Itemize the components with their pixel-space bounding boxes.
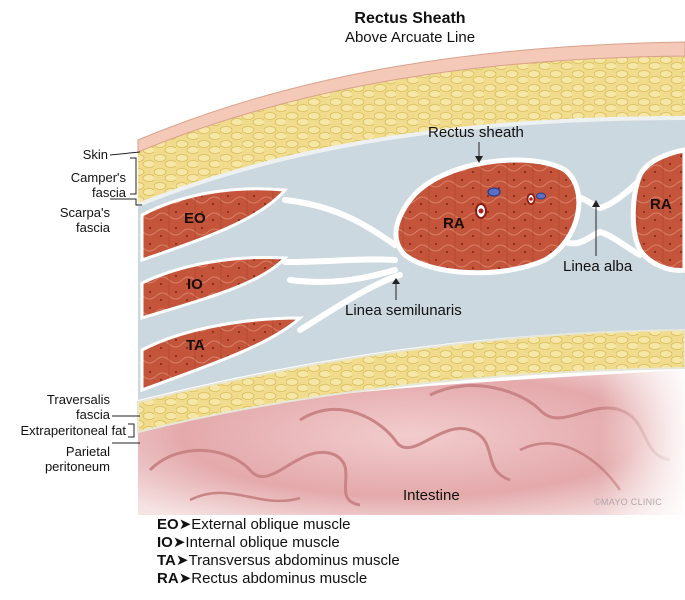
subcutaneous-fat-layer (138, 55, 685, 205)
muscle-label-eo: EO (184, 210, 206, 227)
leader-lines (109, 142, 597, 444)
skin-layer (137, 41, 685, 153)
label-rectus-sheath: Rectus sheath (428, 124, 524, 141)
ta-muscle (140, 316, 304, 393)
eo-muscle (140, 187, 288, 263)
label-traversalis-fascia: Traversalis fascia (20, 392, 110, 422)
legend-arrow-icon: ➤ (178, 516, 192, 533)
label-scarpas-line2: fascia (76, 220, 110, 235)
label-parietal-line2: peritoneum (44, 459, 110, 474)
label-scarpas-line1: Scarpa's (59, 205, 110, 220)
intestine-region (138, 370, 685, 515)
label-traversalis-line2: fascia (76, 407, 110, 422)
legend-row-ra: RA➤Rectus abdominus muscle (157, 570, 368, 587)
extraperitoneal-fat-layer (137, 328, 685, 434)
flat-muscles (140, 187, 304, 393)
ra-left-muscle (393, 157, 582, 276)
label-traversalis-line1: Traversalis (46, 392, 110, 407)
arrow-heads (392, 156, 600, 284)
muscle-label-ra-left: RA (443, 215, 465, 232)
diagram-subtitle: Above Arcuate Line (344, 29, 476, 46)
legend-row-io: IO➤Internal oblique muscle (157, 534, 340, 551)
legend-arrow-icon: ➤ (175, 552, 189, 569)
label-extraperitoneal-fat: Extraperitoneal fat (20, 423, 126, 438)
fascial-strands (282, 177, 643, 333)
epigastric-vessels (475, 187, 546, 219)
muscle-label-ra-right: RA (650, 196, 672, 213)
io-muscle (140, 256, 289, 321)
copyright-mark: ©MAYO CLINIC (594, 497, 663, 507)
legend-row-ta: TA➤Transversus abdominus muscle (157, 552, 400, 569)
label-campers-line1: Camper's (70, 170, 126, 185)
muscle-label-ta: TA (186, 337, 205, 354)
muscle-label-io: IO (187, 276, 203, 293)
label-intestine: Intestine (403, 487, 460, 504)
ra-right-muscle (630, 147, 685, 273)
label-scarpas-fascia: Scarpa's fascia (30, 205, 110, 235)
label-campers-fascia: Camper's fascia (30, 170, 126, 200)
legend-arrow-icon: ➤ (172, 534, 186, 551)
label-campers-line2: fascia (92, 185, 126, 200)
diagram-title: Rectus Sheath (354, 10, 466, 27)
legend: EO➤External oblique muscle IO➤Internal o… (157, 516, 400, 588)
label-skin: Skin (82, 147, 108, 162)
label-parietal-peritoneum: Parietal peritoneum (20, 444, 110, 474)
scarpas-fascia-line (137, 116, 685, 207)
label-parietal-line1: Parietal (65, 444, 110, 459)
label-linea-alba: Linea alba (563, 258, 633, 275)
legend-arrow-icon: ➤ (178, 570, 192, 587)
label-linea-semilunaris: Linea semilunaris (345, 302, 462, 319)
legend-row-eo: EO➤External oblique muscle (157, 516, 351, 533)
